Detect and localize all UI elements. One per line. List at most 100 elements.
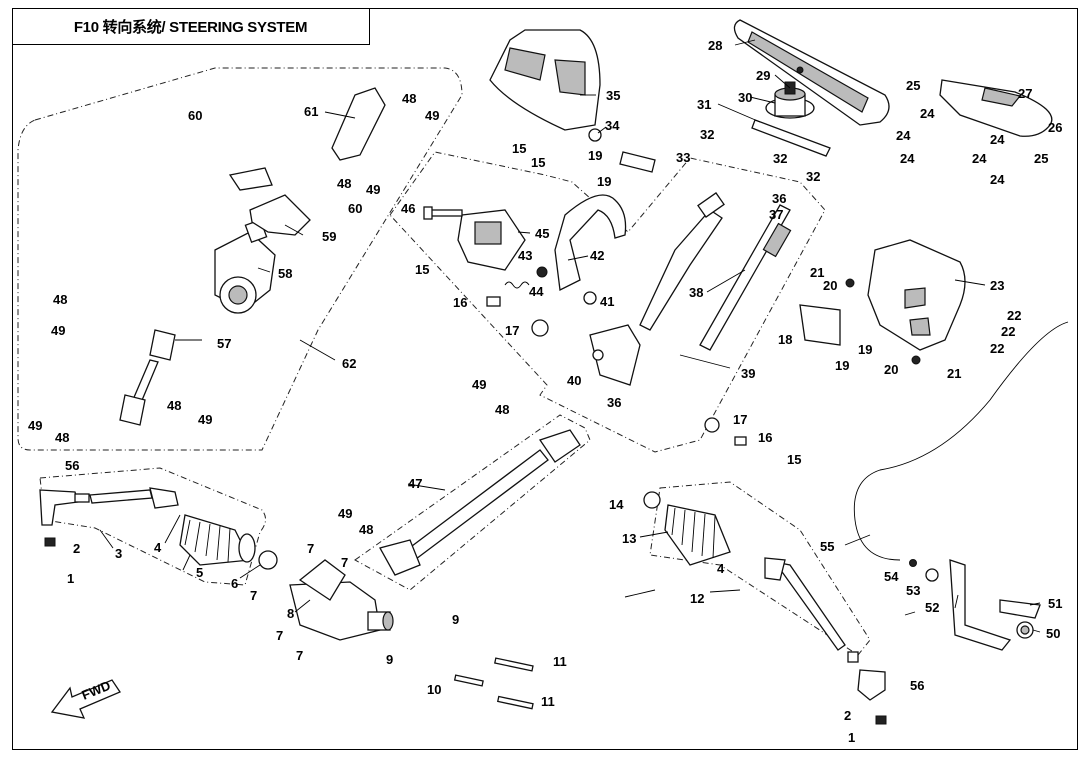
- callout-36: 36: [772, 191, 786, 206]
- callout-54: 54: [884, 569, 899, 584]
- callout-41: 41: [600, 294, 614, 309]
- bracket-18: [799, 304, 841, 346]
- page-title: F10 转向系统/ STEERING SYSTEM: [73, 18, 308, 36]
- callout-24: 24: [920, 106, 935, 121]
- callout-39: 39: [741, 366, 755, 381]
- callout-19: 19: [597, 174, 611, 189]
- callout-47: 47: [408, 476, 422, 491]
- callout-48: 48: [359, 522, 373, 537]
- spacer-16b: [734, 436, 747, 446]
- callout-48: 48: [402, 91, 416, 106]
- callout-49: 49: [198, 412, 212, 427]
- callout-35: 35: [606, 88, 620, 103]
- callout-19: 19: [858, 342, 872, 357]
- bolt-46: [423, 206, 463, 220]
- column-upper-cover: [489, 29, 601, 131]
- callout-24: 24: [900, 151, 915, 166]
- callout-27: 27: [1018, 86, 1032, 101]
- right-tie-rod-boot: [664, 504, 731, 566]
- callout-24: 24: [990, 132, 1005, 147]
- callout-55: 55: [820, 539, 834, 554]
- callout-11: 11: [541, 694, 555, 709]
- callout-25: 25: [906, 78, 920, 93]
- callout-17: 17: [733, 412, 747, 427]
- callout-4: 4: [154, 540, 162, 555]
- callout-25: 25: [1034, 151, 1048, 166]
- bolt-11b: [496, 695, 534, 710]
- callout-48: 48: [337, 176, 351, 191]
- callout-16: 16: [453, 295, 467, 310]
- callout-4: 4: [717, 561, 725, 576]
- pivot-bracket: [554, 194, 627, 291]
- callout-19: 19: [835, 358, 849, 373]
- callout-30: 30: [738, 90, 752, 105]
- callout-3: 3: [115, 546, 122, 561]
- callout-13: 13: [622, 531, 636, 546]
- callout-49: 49: [425, 108, 439, 123]
- callout-1: 1: [848, 730, 855, 745]
- steering-column-tube: [589, 192, 725, 386]
- column-mount-bracket: [249, 194, 311, 236]
- callout-52: 52: [925, 600, 939, 615]
- callout-22: 22: [1007, 308, 1021, 323]
- callout-56: 56: [910, 678, 924, 693]
- callout-32: 32: [773, 151, 787, 166]
- nut-43: [536, 266, 548, 278]
- callout-7: 7: [276, 628, 283, 643]
- boot-clamp-right: [643, 491, 661, 509]
- callout-29: 29: [756, 68, 770, 83]
- callout-labels: 1 2 3 4 5 6 7 7 7 7 7 8 9 9 10 11 11 12 …: [28, 38, 1062, 745]
- lower-mount-bracket: [228, 167, 273, 191]
- group-outline-intermediate-shaft: [354, 414, 591, 591]
- callout-50: 50: [1046, 626, 1060, 641]
- callout-62: 62: [342, 356, 356, 371]
- callout-9: 9: [452, 612, 459, 627]
- callout-7: 7: [307, 541, 314, 556]
- bushing-17b: [704, 417, 720, 433]
- callout-49: 49: [338, 506, 352, 521]
- steering-wheel: [733, 19, 890, 126]
- callout-5: 5: [196, 565, 203, 580]
- left-tie-rod-boot: [179, 514, 256, 566]
- bushing-17a: [531, 319, 549, 337]
- column-lower-cover: [867, 239, 966, 351]
- callout-37: 37: [769, 207, 783, 222]
- callout-45: 45: [535, 226, 549, 241]
- callout-48: 48: [55, 430, 69, 445]
- washer-53: [925, 568, 939, 582]
- callout-60: 60: [348, 201, 362, 216]
- callout-20: 20: [823, 278, 837, 293]
- callout-20: 20: [884, 362, 898, 377]
- callout-15: 15: [531, 155, 545, 170]
- bolt-11a: [494, 657, 534, 672]
- diagram-frame: [12, 8, 1078, 750]
- callout-43: 43: [518, 248, 532, 263]
- callout-12: 12: [690, 591, 704, 606]
- callout-15: 15: [787, 452, 801, 467]
- callout-9: 9: [386, 652, 393, 667]
- callout-51: 51: [1048, 596, 1062, 611]
- callout-7: 7: [341, 555, 348, 570]
- callout-42: 42: [590, 248, 604, 263]
- callout-32: 32: [806, 169, 820, 184]
- callout-33: 33: [676, 150, 690, 165]
- callout-14: 14: [609, 497, 624, 512]
- right-tie-rod: [764, 557, 886, 701]
- callout-2: 2: [844, 708, 851, 723]
- callout-24: 24: [972, 151, 987, 166]
- callout-19: 19: [588, 148, 602, 163]
- callout-22: 22: [1001, 324, 1015, 339]
- tie-rod-nut-right: [875, 715, 887, 725]
- callout-6: 6: [231, 576, 238, 591]
- washer-34: [588, 128, 602, 142]
- callout-59: 59: [322, 229, 336, 244]
- bushing-20: [911, 355, 921, 365]
- callout-15: 15: [415, 262, 429, 277]
- group-outline-tie-rod-left: [39, 467, 266, 586]
- callout-21: 21: [810, 265, 824, 280]
- callout-28: 28: [708, 38, 722, 53]
- callout-15: 15: [512, 141, 526, 156]
- boot-clamp-left: [258, 550, 278, 570]
- callout-17: 17: [505, 323, 519, 338]
